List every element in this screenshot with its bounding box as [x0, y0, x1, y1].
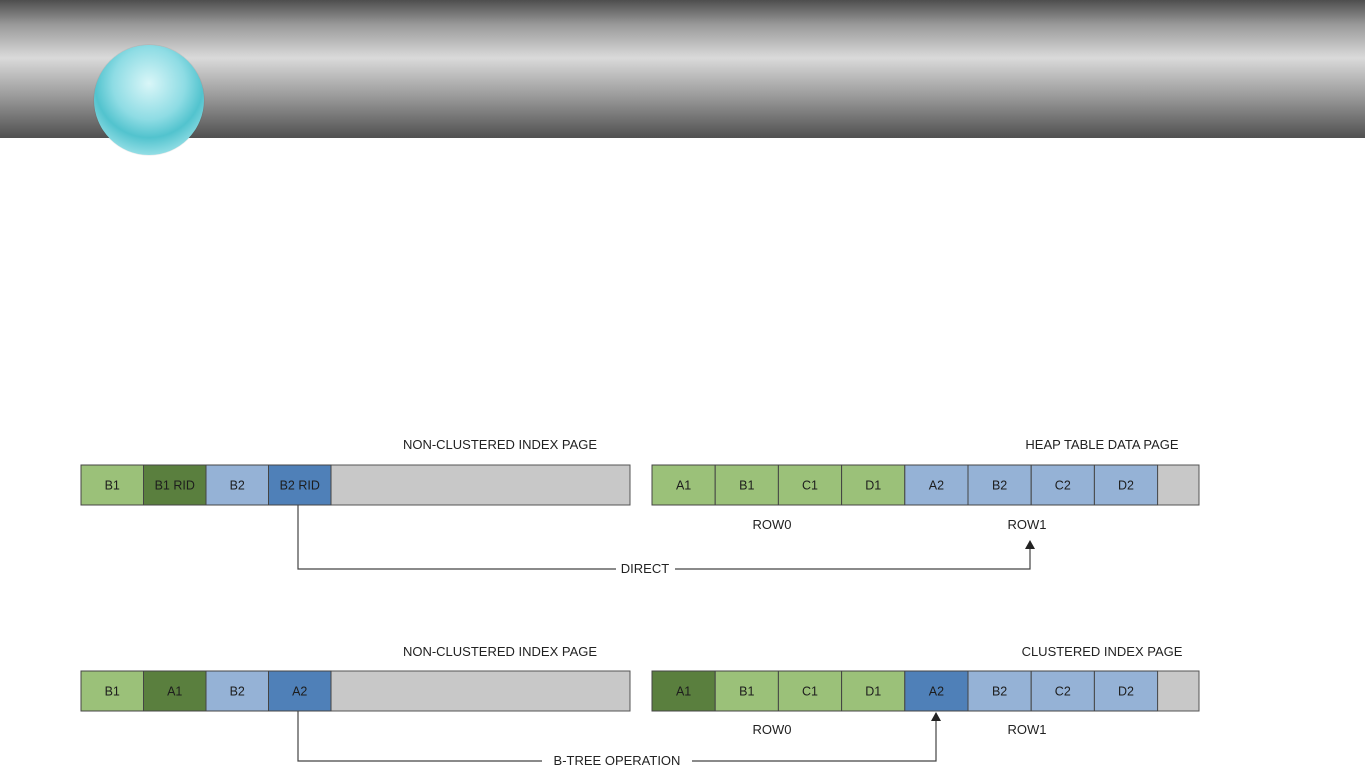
top-right-cell-label-5: B2 [992, 479, 1007, 493]
top-right-cell-label-6: C2 [1055, 479, 1071, 493]
bottom-left-page-cells: B1 A1 B2 A2 [80, 670, 332, 712]
header-band [0, 0, 1365, 138]
top-right-cell-label-7: D2 [1118, 479, 1134, 493]
top-left-cell-label-0: B1 [105, 479, 120, 493]
top-left-title: NON-CLUSTERED INDEX PAGE [403, 437, 597, 452]
bottom-right-page-cells: A1 B1 C1 D1 A2 B2 C2 D2 [651, 670, 1159, 712]
bottom-right-cell-0 [651, 670, 716, 712]
top-arrow-label: DIRECT [621, 561, 669, 576]
top-right-cell-1 [714, 464, 779, 506]
top-right-cell-7 [1093, 464, 1159, 506]
top-row1-label: ROW1 [1008, 517, 1047, 532]
top-left-cell-label-1: B1 RID [155, 479, 195, 493]
bottom-right-cell-label-0: A1 [676, 685, 691, 699]
top-left-page-cells: B1 B1 RID B2 B2 RID [80, 464, 332, 506]
bottom-right-cell-label-1: B1 [739, 685, 754, 699]
top-right-title: HEAP TABLE DATA PAGE [1025, 437, 1178, 452]
top-right-cell-5 [967, 464, 1032, 506]
bottom-right-cell-2 [777, 670, 843, 712]
bottom-right-title: CLUSTERED INDEX PAGE [1022, 644, 1183, 659]
bottom-right-cell-3 [841, 670, 906, 712]
bottom-left-cell-label-2: B2 [230, 685, 245, 699]
bottom-row1-label: ROW1 [1008, 722, 1047, 737]
top-left-cell-label-3: B2 RID [280, 479, 320, 493]
bottom-row0-label: ROW0 [753, 722, 792, 737]
bottom-left-cell-3 [268, 670, 332, 712]
bottom-arrow-line-right [692, 718, 937, 762]
top-arrow-head [1025, 540, 1035, 549]
bottom-left-cell-1 [143, 670, 207, 712]
bottom-left-title: NON-CLUSTERED INDEX PAGE [403, 644, 597, 659]
top-right-cell-6 [1030, 464, 1095, 506]
bottom-right-cell-7 [1093, 670, 1159, 712]
top-row0-label: ROW0 [753, 517, 792, 532]
bottom-diagram: NON-CLUSTERED INDEX PAGE CLUSTERED INDEX… [80, 644, 1200, 768]
bottom-right-cell-5 [967, 670, 1032, 712]
bottom-arrow-head [931, 712, 941, 721]
top-right-cell-4 [904, 464, 969, 506]
bottom-right-cell-label-3: D1 [865, 685, 881, 699]
bottom-right-cell-label-6: C2 [1055, 685, 1071, 699]
bottom-left-cell-label-1: A1 [167, 685, 182, 699]
bottom-right-cell-label-4: A2 [929, 685, 944, 699]
top-diagram: NON-CLUSTERED INDEX PAGE HEAP TABLE DATA… [80, 437, 1200, 576]
bottom-right-cell-label-7: D2 [1118, 685, 1134, 699]
bottom-right-cell-6 [1030, 670, 1095, 712]
bottom-left-cell-label-0: B1 [105, 685, 120, 699]
bottom-left-cell-label-3: A2 [292, 685, 307, 699]
bottom-right-cell-label-2: C1 [802, 685, 818, 699]
top-right-cell-label-1: B1 [739, 479, 754, 493]
top-right-cell-label-0: A1 [676, 479, 691, 493]
top-arrow-line-right [675, 546, 1031, 570]
bottom-arrow-label: B-TREE OPERATION [554, 753, 681, 768]
header-circle-decoration [94, 45, 204, 155]
top-left-cell-2 [205, 464, 269, 506]
top-right-cell-label-4: A2 [929, 479, 944, 493]
top-right-cell-0 [651, 464, 716, 506]
top-right-cell-label-2: C1 [802, 479, 818, 493]
bottom-arrow-line-left [297, 711, 542, 762]
top-right-cell-label-3: D1 [865, 479, 881, 493]
top-right-cell-3 [841, 464, 906, 506]
bottom-right-cell-label-5: B2 [992, 685, 1007, 699]
top-right-page-cells: A1 B1 C1 D1 A2 B2 C2 D2 [651, 464, 1159, 506]
top-left-cell-3 [268, 464, 332, 506]
bottom-left-cell-2 [205, 670, 269, 712]
top-right-cell-2 [777, 464, 843, 506]
top-arrow-line-left [297, 505, 616, 570]
top-left-cell-label-2: B2 [230, 479, 245, 493]
